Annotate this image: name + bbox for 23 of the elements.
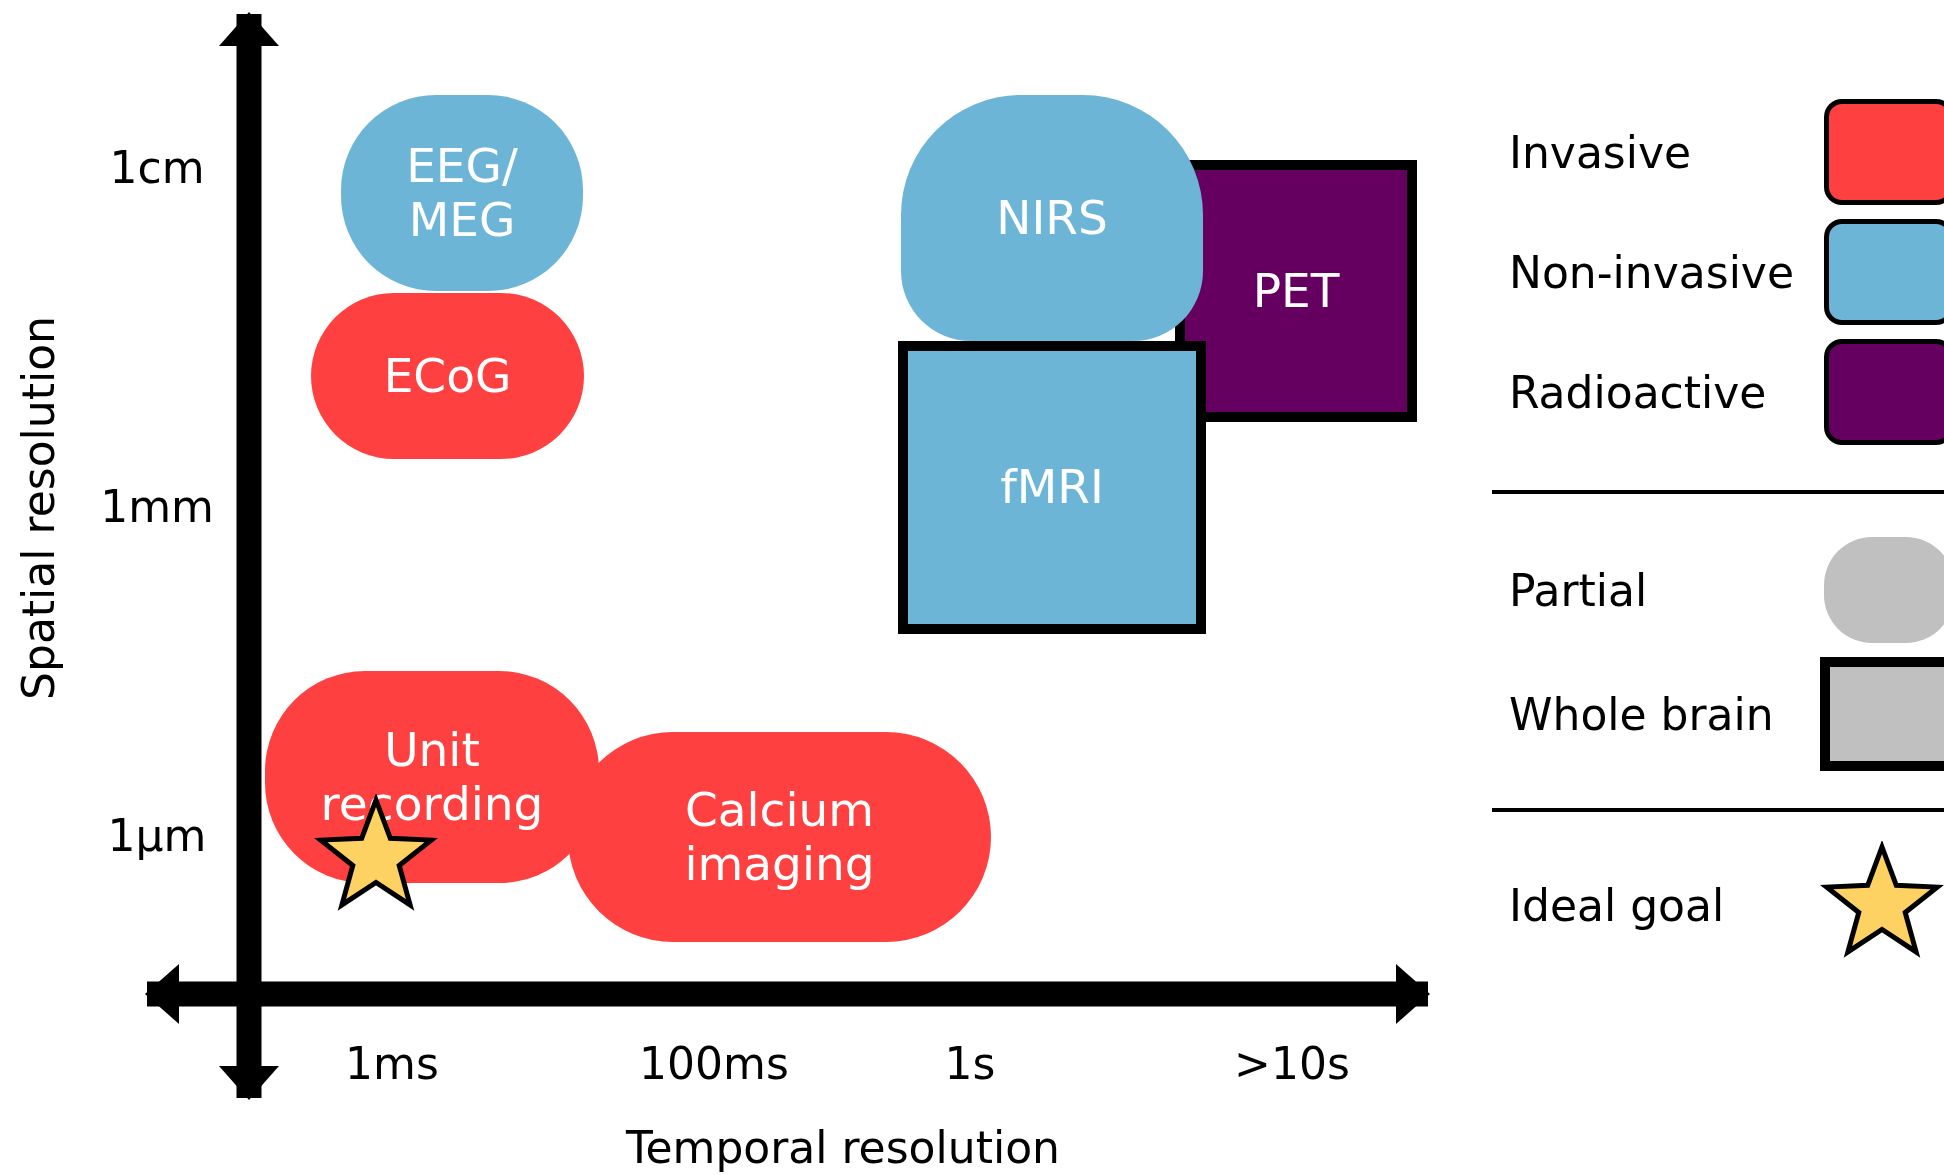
tick-label: 100ms <box>639 1037 789 1089</box>
tick-label: 1mm <box>100 480 214 532</box>
legend-label: Ideal goal <box>1509 879 1725 931</box>
legend-label: Partial <box>1509 564 1648 616</box>
region-label: Calcium imaging <box>683 782 876 892</box>
legend-label: Whole brain <box>1509 688 1774 740</box>
region-label: EEG/ MEG <box>405 138 519 248</box>
legend-label: Radioactive <box>1509 366 1767 418</box>
tick-label: 1µm <box>107 809 207 861</box>
axis-title: Temporal resolution <box>626 1121 1060 1173</box>
tick-label: 1cm <box>109 141 205 193</box>
square-region <box>898 341 1206 634</box>
legend-label: Invasive <box>1509 126 1692 178</box>
region-label: fMRI <box>1000 460 1104 515</box>
axis-title: Spatial resolution <box>12 316 64 700</box>
legend-label: Non-invasive <box>1509 246 1794 298</box>
square-region <box>1175 160 1417 422</box>
tick-label: >10s <box>1234 1037 1350 1089</box>
region-label: ECoG <box>383 348 512 403</box>
tick-label: 1s <box>944 1037 996 1089</box>
tick-label: 1ms <box>345 1037 439 1089</box>
region-label: NIRS <box>996 190 1108 245</box>
region-label: PET <box>1252 263 1340 318</box>
